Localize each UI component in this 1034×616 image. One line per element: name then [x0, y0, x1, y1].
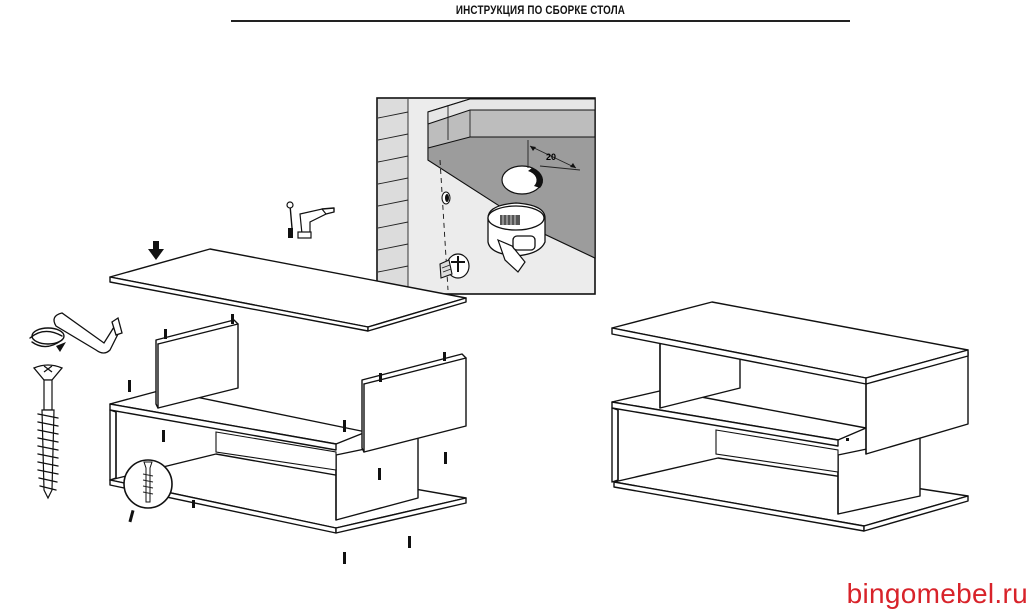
exploded-table [109, 248, 467, 564]
back-upright-panel [155, 314, 239, 409]
confirmat-screw-icon [32, 364, 64, 500]
title-divider [231, 20, 850, 22]
page-title: ИНСТРУКЦИЯ ПО СБОРКЕ СТОЛА [455, 3, 626, 17]
brand-watermark: bingomebel.ru [846, 578, 1028, 609]
right-side-panel [361, 352, 467, 453]
cam-lock-detail-inset: 20 [376, 97, 596, 295]
table-top-panel [109, 248, 467, 332]
hex-key-icon [29, 312, 123, 354]
dowel-screw [439, 253, 470, 279]
arrow-down-icon [148, 241, 164, 260]
assembled-table [611, 301, 969, 532]
screw-zoom-circle [123, 459, 173, 523]
dowel-pins [128, 380, 447, 564]
cam-lock [487, 202, 546, 273]
dimension-label: 20 [546, 152, 556, 162]
screwdriver-drill-icon [286, 201, 335, 239]
